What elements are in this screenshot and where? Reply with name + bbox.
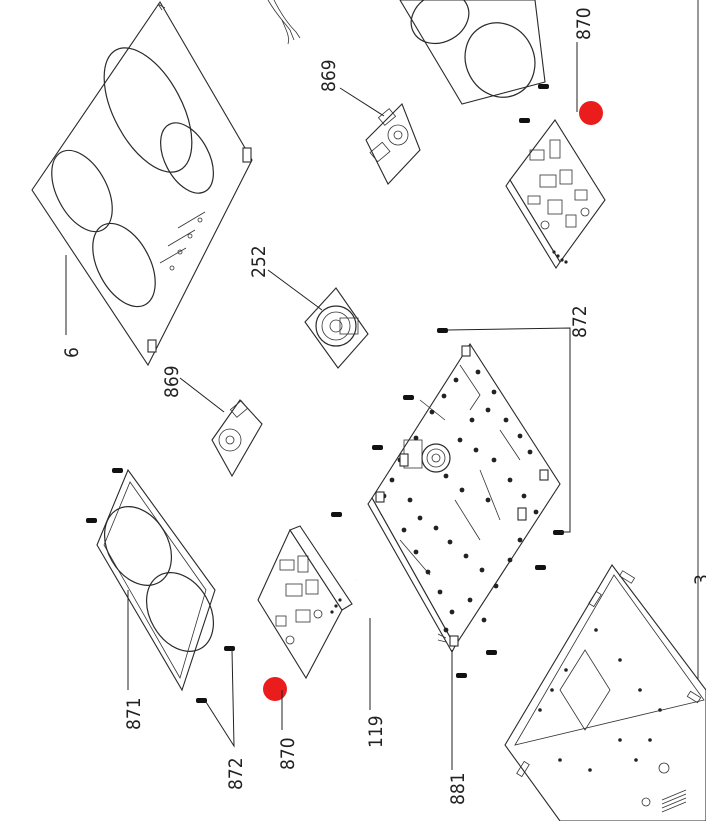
screw xyxy=(519,118,530,123)
board-870-top xyxy=(505,119,606,270)
label-cable: 119 xyxy=(365,715,387,748)
label-base-plate: 881 xyxy=(447,772,469,805)
module-869-left xyxy=(211,399,263,478)
label-cooktop-glass: 6 xyxy=(61,347,83,358)
label-board-bottom: 870 xyxy=(277,737,299,770)
wire-bundle xyxy=(267,0,301,45)
cable-119 xyxy=(353,579,447,643)
label-screws-bottom: 872 xyxy=(225,757,247,790)
marker-board-top xyxy=(579,101,603,125)
housing-3 xyxy=(504,564,706,821)
label-board-top: 870 xyxy=(573,7,595,40)
coil-carrier-871 xyxy=(96,468,216,692)
label-module-top: 869 xyxy=(318,59,340,92)
cooktop-glass xyxy=(31,0,253,367)
label-screws-right: 872 xyxy=(569,305,591,338)
module-869-top xyxy=(365,103,421,185)
screws-871 xyxy=(86,468,235,703)
label-coil-carrier: 871 xyxy=(123,697,145,730)
label-fan: 252 xyxy=(248,245,270,278)
screw xyxy=(538,84,549,89)
label-housing: 3 xyxy=(691,574,706,585)
label-module-left: 869 xyxy=(161,365,183,398)
coil-carrier-top-right xyxy=(399,0,546,105)
base-plate-881 xyxy=(367,342,561,654)
screws-872-right xyxy=(331,328,564,678)
marker-board-bottom xyxy=(263,677,287,701)
fan-252 xyxy=(304,287,369,369)
board-870-bottom xyxy=(257,525,353,680)
